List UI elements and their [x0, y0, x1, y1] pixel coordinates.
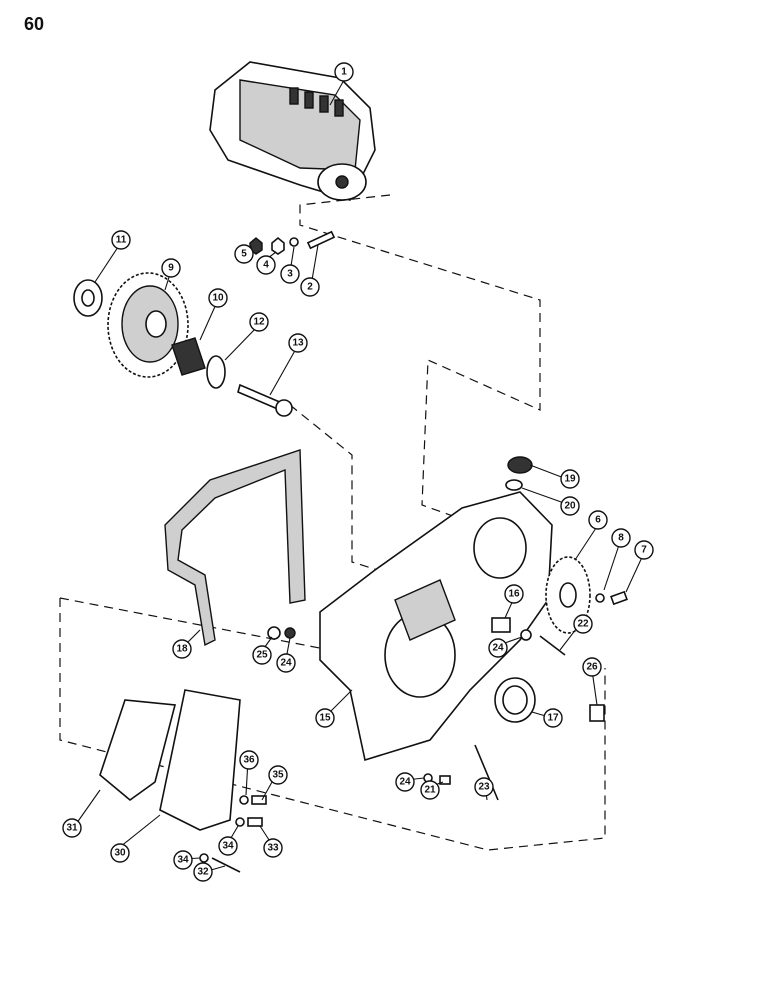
callout-26: 26 [582, 657, 602, 677]
svg-text:24: 24 [280, 658, 292, 669]
callout-11: 11 [111, 230, 131, 250]
svg-text:8: 8 [618, 533, 624, 544]
callout-18: 18 [172, 639, 192, 659]
callout-6: 6 [588, 510, 608, 530]
callout-17: 17 [543, 708, 563, 728]
svg-text:32: 32 [197, 867, 209, 878]
cover-seal-and-plugs [267, 456, 605, 801]
svg-text:31: 31 [66, 823, 78, 834]
svg-text:1: 1 [341, 67, 347, 78]
callout-12: 12 [249, 312, 269, 332]
callout-23: 23 [474, 777, 494, 797]
svg-text:7: 7 [641, 545, 647, 556]
svg-text:26: 26 [586, 662, 598, 673]
callout-20: 20 [560, 496, 580, 516]
callout-19: 19 [560, 469, 580, 489]
svg-text:24: 24 [399, 777, 411, 788]
callout-35: 35 [268, 765, 288, 785]
idler-shaft-parts [171, 337, 293, 417]
pump-hardware [249, 230, 336, 255]
callout-24-a: 24 [276, 653, 296, 673]
callout-24-b: 24 [488, 638, 508, 658]
callout-9: 9 [161, 258, 181, 278]
svg-text:34: 34 [222, 841, 234, 852]
svg-text:34: 34 [177, 855, 189, 866]
callout-34-a: 34 [218, 836, 238, 856]
cover-plate [99, 689, 267, 873]
svg-text:6: 6 [595, 515, 601, 526]
idler-gear [73, 272, 189, 378]
callout-24-c: 24 [395, 772, 415, 792]
svg-text:9: 9 [168, 263, 174, 274]
svg-text:25: 25 [256, 650, 268, 661]
svg-text:4: 4 [263, 260, 269, 271]
callout-16: 16 [504, 584, 524, 604]
callout-7: 7 [634, 540, 654, 560]
svg-text:23: 23 [478, 782, 490, 793]
callout-32: 32 [193, 862, 213, 882]
svg-text:24: 24 [492, 643, 504, 654]
callout-layer: 1 2 3 4 5 6 7 8 9 10 11 12 13 15 16 17 1… [62, 62, 654, 882]
svg-text:16: 16 [508, 589, 520, 600]
callout-25: 25 [252, 645, 272, 665]
svg-text:10: 10 [212, 293, 224, 304]
callout-21: 21 [420, 780, 440, 800]
svg-text:3: 3 [287, 269, 293, 280]
svg-text:35: 35 [272, 770, 284, 781]
svg-text:36: 36 [243, 755, 255, 766]
svg-text:21: 21 [424, 785, 436, 796]
callout-1: 1 [334, 62, 354, 82]
svg-text:2: 2 [307, 282, 313, 293]
svg-text:30: 30 [114, 848, 126, 859]
callout-15: 15 [315, 708, 335, 728]
svg-text:20: 20 [564, 501, 576, 512]
callout-30: 30 [110, 843, 130, 863]
callout-5: 5 [234, 244, 254, 264]
svg-text:11: 11 [116, 235, 127, 246]
cam-gear [545, 556, 628, 634]
timing-cover [319, 491, 553, 762]
svg-text:12: 12 [253, 317, 265, 328]
svg-text:13: 13 [292, 338, 304, 349]
cover-gasket [164, 449, 306, 647]
callout-33: 33 [263, 838, 283, 858]
svg-text:5: 5 [241, 249, 247, 260]
callout-2: 2 [300, 277, 320, 297]
svg-text:15: 15 [319, 713, 331, 724]
page-number: 60 [24, 14, 45, 34]
callout-3: 3 [280, 264, 300, 284]
svg-text:22: 22 [577, 619, 589, 630]
svg-text:17: 17 [547, 713, 559, 724]
svg-text:18: 18 [176, 644, 188, 655]
callout-13: 13 [288, 333, 308, 353]
callout-36: 36 [239, 750, 259, 770]
callout-4: 4 [256, 255, 276, 275]
svg-text:19: 19 [564, 474, 576, 485]
callout-8: 8 [611, 528, 631, 548]
callout-34-b: 34 [173, 850, 193, 870]
callout-22: 22 [573, 614, 593, 634]
callout-31: 31 [62, 818, 82, 838]
svg-text:33: 33 [267, 843, 279, 854]
injection-pump [209, 61, 376, 201]
callout-10: 10 [208, 288, 228, 308]
